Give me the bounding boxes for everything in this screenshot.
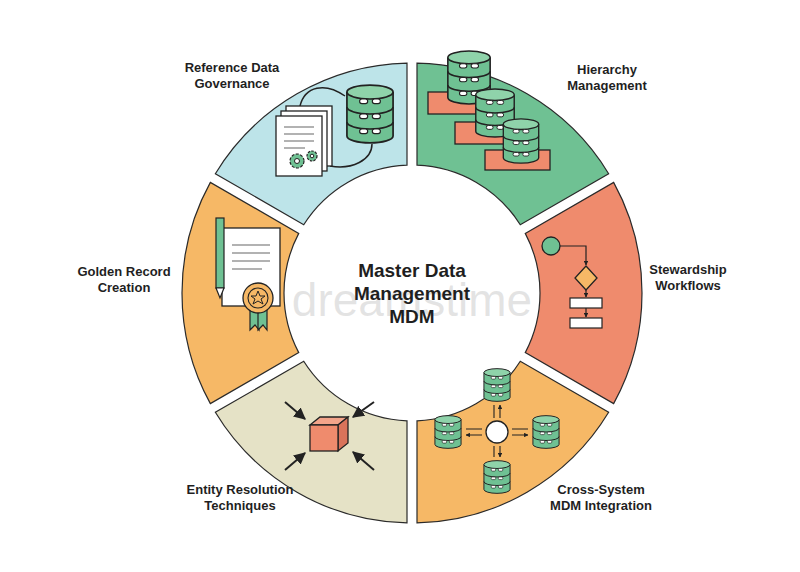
segment-label: Reference Data Governance bbox=[177, 60, 287, 92]
segment-shape bbox=[182, 182, 299, 403]
ring-segment: Golden Record Creation bbox=[67, 175, 304, 411]
segment-shape bbox=[525, 182, 642, 403]
reference-icon-part bbox=[300, 88, 345, 106]
entity-resolution-icon-part bbox=[310, 417, 348, 425]
segment-label: Stewardship Workflows bbox=[638, 262, 738, 294]
reference-icon-part bbox=[290, 154, 304, 168]
ring-segment: Cross-System MDM Integration bbox=[410, 355, 661, 525]
workflow-icon-part bbox=[570, 298, 602, 308]
integration-icon-part bbox=[494, 405, 500, 418]
hierarchy-icon-part bbox=[476, 89, 514, 137]
workflow-icon-part bbox=[585, 308, 586, 317]
entity-resolution-icon bbox=[285, 402, 374, 470]
segment-label: Cross-System MDM Integration bbox=[544, 482, 659, 514]
hierarchy-icon bbox=[428, 51, 550, 170]
reference-icon-part bbox=[310, 154, 314, 158]
integration-icon-part bbox=[484, 369, 510, 402]
reference-icon-part bbox=[347, 85, 393, 143]
integration-icon-part bbox=[533, 416, 559, 449]
reference-icon-part bbox=[307, 151, 317, 161]
entity-resolution-icon-part bbox=[285, 453, 305, 470]
reference-icon-part bbox=[295, 159, 300, 164]
reference-icon-part bbox=[330, 144, 372, 167]
golden-record-icon bbox=[216, 218, 280, 330]
reference-icon-part bbox=[284, 127, 314, 148]
workflow-icon bbox=[542, 237, 602, 328]
reference-icon-part bbox=[286, 106, 332, 166]
integration-icon-part bbox=[466, 429, 482, 435]
entity-resolution-icon-part bbox=[285, 402, 305, 419]
hierarchy-icon-part bbox=[448, 51, 490, 104]
entity-resolution-icon-part bbox=[338, 417, 348, 451]
integration-icon-part bbox=[484, 461, 510, 494]
ring-segment: Entity Resolution Techniques bbox=[173, 355, 414, 525]
segment-label: Entity Resolution Techniques bbox=[175, 482, 305, 514]
golden-record-icon-part bbox=[248, 288, 268, 308]
entity-resolution-icon-part bbox=[353, 402, 374, 417]
golden-record-icon-part bbox=[251, 291, 265, 304]
workflow-icon-part bbox=[542, 237, 560, 255]
workflow-icon-part bbox=[575, 266, 597, 290]
segment-label: Hierarchy Management bbox=[557, 62, 657, 94]
golden-record-icon-part bbox=[222, 228, 280, 306]
entity-resolution-icon-part bbox=[310, 425, 338, 451]
workflow-icon-part bbox=[585, 290, 586, 297]
golden-record-icon-part bbox=[250, 306, 259, 330]
center-title: Master Data Management MDM bbox=[337, 259, 487, 328]
hierarchy-icon-part bbox=[455, 122, 530, 144]
hierarchy-icon-part bbox=[485, 150, 550, 170]
hierarchy-icon-part bbox=[503, 119, 538, 163]
integration-icon-part bbox=[435, 416, 461, 449]
golden-record-icon-part bbox=[258, 306, 267, 330]
reference-icon-part bbox=[281, 111, 327, 171]
integration-icon-part bbox=[512, 429, 528, 435]
golden-record-icon-part bbox=[216, 288, 224, 298]
entity-resolution-icon-part bbox=[353, 452, 374, 470]
workflow-icon-part bbox=[560, 246, 586, 265]
golden-record-icon-part bbox=[232, 245, 270, 269]
integration-icon-part bbox=[494, 446, 500, 457]
golden-record-icon-part bbox=[243, 283, 273, 313]
reference-icon bbox=[276, 85, 393, 176]
reference-icon-part bbox=[276, 116, 322, 176]
golden-record-icon-part bbox=[216, 218, 224, 288]
hierarchy-icon-part bbox=[428, 92, 498, 114]
integration-icon-part bbox=[486, 421, 508, 443]
integration-icon bbox=[435, 369, 559, 494]
segment-label: Golden Record Creation bbox=[69, 264, 179, 296]
workflow-icon-part bbox=[570, 318, 602, 328]
ring-segment: Stewardship Workflows bbox=[520, 175, 740, 410]
